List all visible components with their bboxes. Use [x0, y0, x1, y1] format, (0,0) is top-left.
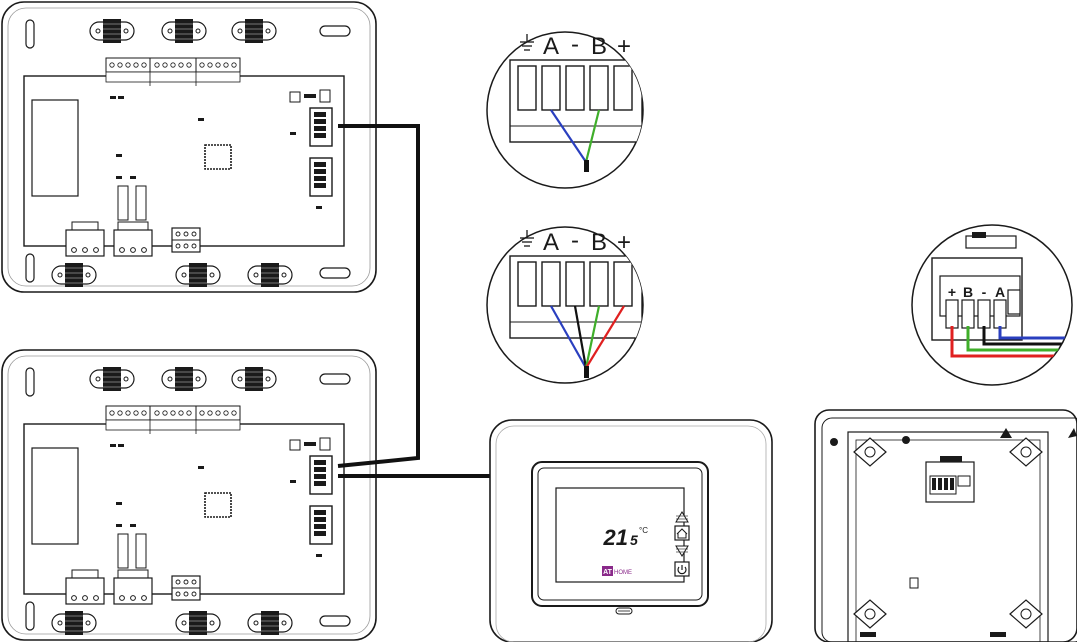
wire-a-blue	[998, 326, 1072, 340]
pin-label-a: A	[543, 33, 559, 60]
wire-plus-red	[585, 305, 625, 369]
ground-symbol-icon	[520, 34, 534, 51]
pin-label-a: A	[543, 229, 559, 256]
wire-minus-black	[573, 305, 588, 369]
pin-label-b: B	[591, 229, 607, 256]
brand-text: HOME	[614, 570, 632, 576]
wire-b-green	[966, 326, 1072, 352]
thermostat-front: 21 5 °C AT HOME	[489, 419, 773, 642]
pin-label-minus: -	[982, 284, 987, 300]
bus-cable	[337, 124, 490, 478]
brand-logo: AT HOME	[602, 566, 632, 576]
pin-label-minus: -	[571, 227, 579, 254]
pin-label-b: B	[591, 33, 607, 60]
wire-a-blue	[550, 109, 587, 163]
pin-label-plus: +	[948, 284, 956, 300]
home-icon[interactable]	[674, 525, 690, 541]
terminal-magnifier-middle: A - B +	[486, 226, 644, 384]
wire-a-blue	[550, 305, 587, 369]
thermostat-unit: °C	[639, 526, 648, 535]
arrow-down-icon[interactable]	[675, 545, 689, 557]
brand-mark: AT	[603, 569, 613, 576]
pin-label-plus: +	[617, 33, 631, 60]
wire-plus-red	[950, 326, 1072, 358]
control-board-bottom	[2, 350, 376, 640]
thermostat-back-plate	[814, 409, 1077, 642]
thermostat-temperature: 21	[603, 525, 628, 550]
wire-minus-black	[982, 326, 1072, 346]
thermostat-temperature-decimal: 5	[630, 532, 638, 548]
wire-b-green	[584, 305, 601, 369]
terminal-magnifier-right: + B - A	[911, 224, 1073, 386]
control-board-top	[2, 2, 376, 292]
pin-label-a: A	[995, 284, 1005, 300]
arrow-up-icon[interactable]	[675, 511, 689, 523]
wire-b-green	[584, 109, 601, 163]
pin-label-minus: -	[571, 31, 579, 58]
pin-label-b: B	[963, 284, 973, 300]
pin-label-plus: +	[617, 229, 631, 256]
power-icon[interactable]	[674, 561, 690, 577]
ground-symbol-icon	[520, 230, 534, 247]
terminal-magnifier-top: A - B +	[486, 31, 644, 189]
